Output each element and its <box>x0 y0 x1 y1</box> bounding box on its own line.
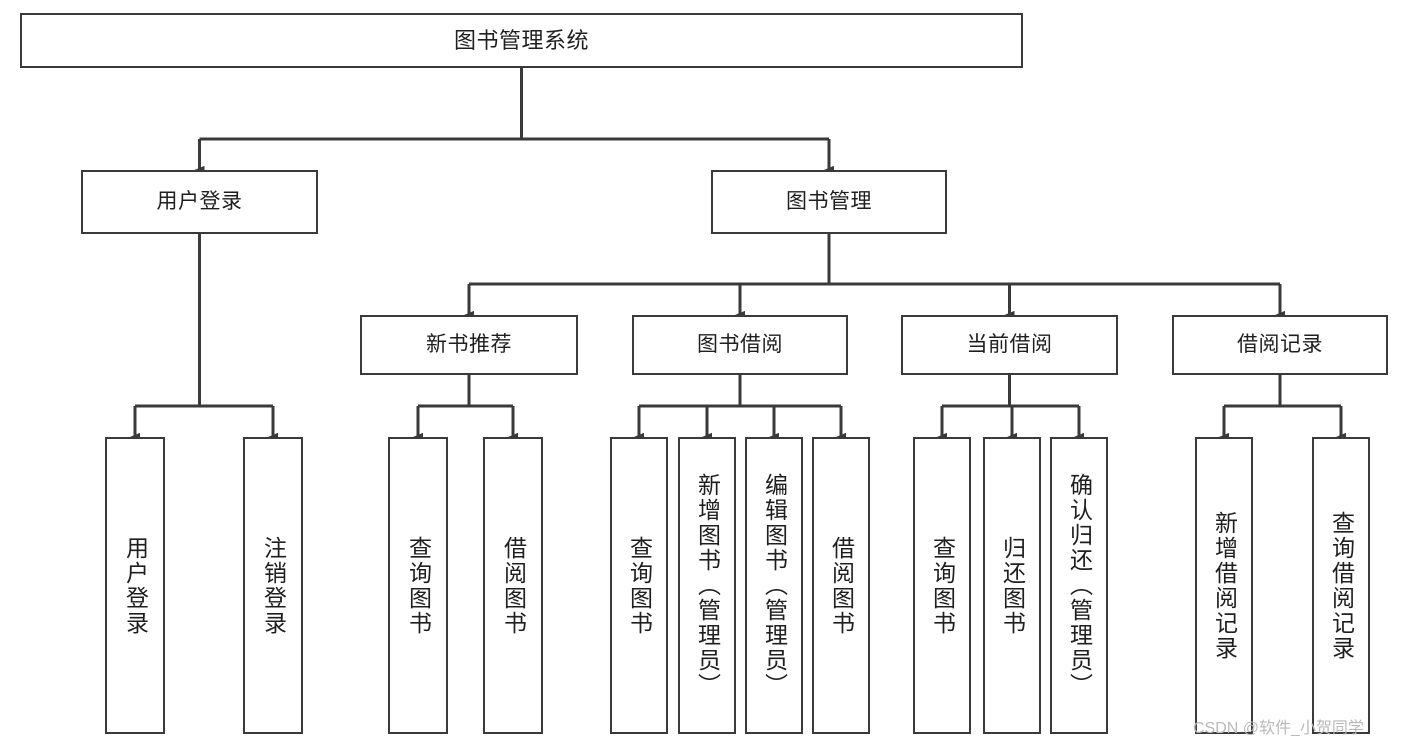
leaf-query-book-borrow[interactable]: 查询图书 <box>610 437 668 734</box>
node-root-system[interactable]: 图书管理系统 <box>20 13 1023 68</box>
node-label: 图书管理 <box>786 189 872 213</box>
node-label: 借阅图书 <box>828 535 855 636</box>
node-label: 查询借阅记录 <box>1328 510 1355 661</box>
node-label: 借阅图书 <box>500 535 527 636</box>
node-label: 用户登录 <box>122 535 149 636</box>
node-label: 确认归还（管理员） <box>1066 473 1093 698</box>
node-label: 查询图书 <box>929 535 956 636</box>
leaf-confirm-return-admin[interactable]: 确认归还（管理员） <box>1050 437 1108 734</box>
leaf-borrow-book[interactable]: 借阅图书 <box>812 437 870 734</box>
node-book-manage[interactable]: 图书管理 <box>711 170 947 234</box>
leaf-query-book-current[interactable]: 查询图书 <box>913 437 971 734</box>
leaf-user-login[interactable]: 用户登录 <box>105 437 165 734</box>
csdn-watermark: CSDN @软件_小贺同学 <box>1193 720 1364 737</box>
node-book-borrow[interactable]: 图书借阅 <box>632 315 848 375</box>
node-label: 编辑图书（管理员） <box>761 473 788 698</box>
leaf-add-borrow-record[interactable]: 新增借阅记录 <box>1195 437 1253 734</box>
leaf-query-book-new[interactable]: 查询图书 <box>388 437 448 734</box>
leaf-user-logout[interactable]: 注销登录 <box>243 437 303 734</box>
node-label: 图书借阅 <box>697 332 783 356</box>
node-label: 归还图书 <box>999 535 1026 636</box>
node-label: 注销登录 <box>260 535 287 636</box>
leaf-borrow-book-new[interactable]: 借阅图书 <box>483 437 543 734</box>
node-label: 用户登录 <box>156 189 243 213</box>
node-label: 查询图书 <box>405 535 432 636</box>
leaf-return-book[interactable]: 归还图书 <box>983 437 1041 734</box>
node-new-book-recommend[interactable]: 新书推荐 <box>360 315 578 375</box>
leaf-query-borrow-record[interactable]: 查询借阅记录 <box>1312 437 1370 734</box>
leaf-edit-book-admin[interactable]: 编辑图书（管理员） <box>745 437 803 734</box>
node-label: 新增图书（管理员） <box>694 473 721 698</box>
node-label: 当前借阅 <box>966 332 1053 356</box>
node-label: 图书管理系统 <box>453 27 589 53</box>
node-borrow-record[interactable]: 借阅记录 <box>1172 315 1388 375</box>
leaf-add-book-admin[interactable]: 新增图书（管理员） <box>678 437 736 734</box>
node-label: 新增借阅记录 <box>1211 510 1238 661</box>
node-current-borrow[interactable]: 当前借阅 <box>901 315 1118 375</box>
node-label: 查询图书 <box>626 535 653 636</box>
node-user-login[interactable]: 用户登录 <box>81 170 318 234</box>
node-label: 新书推荐 <box>426 332 512 356</box>
node-label: 借阅记录 <box>1237 332 1323 356</box>
